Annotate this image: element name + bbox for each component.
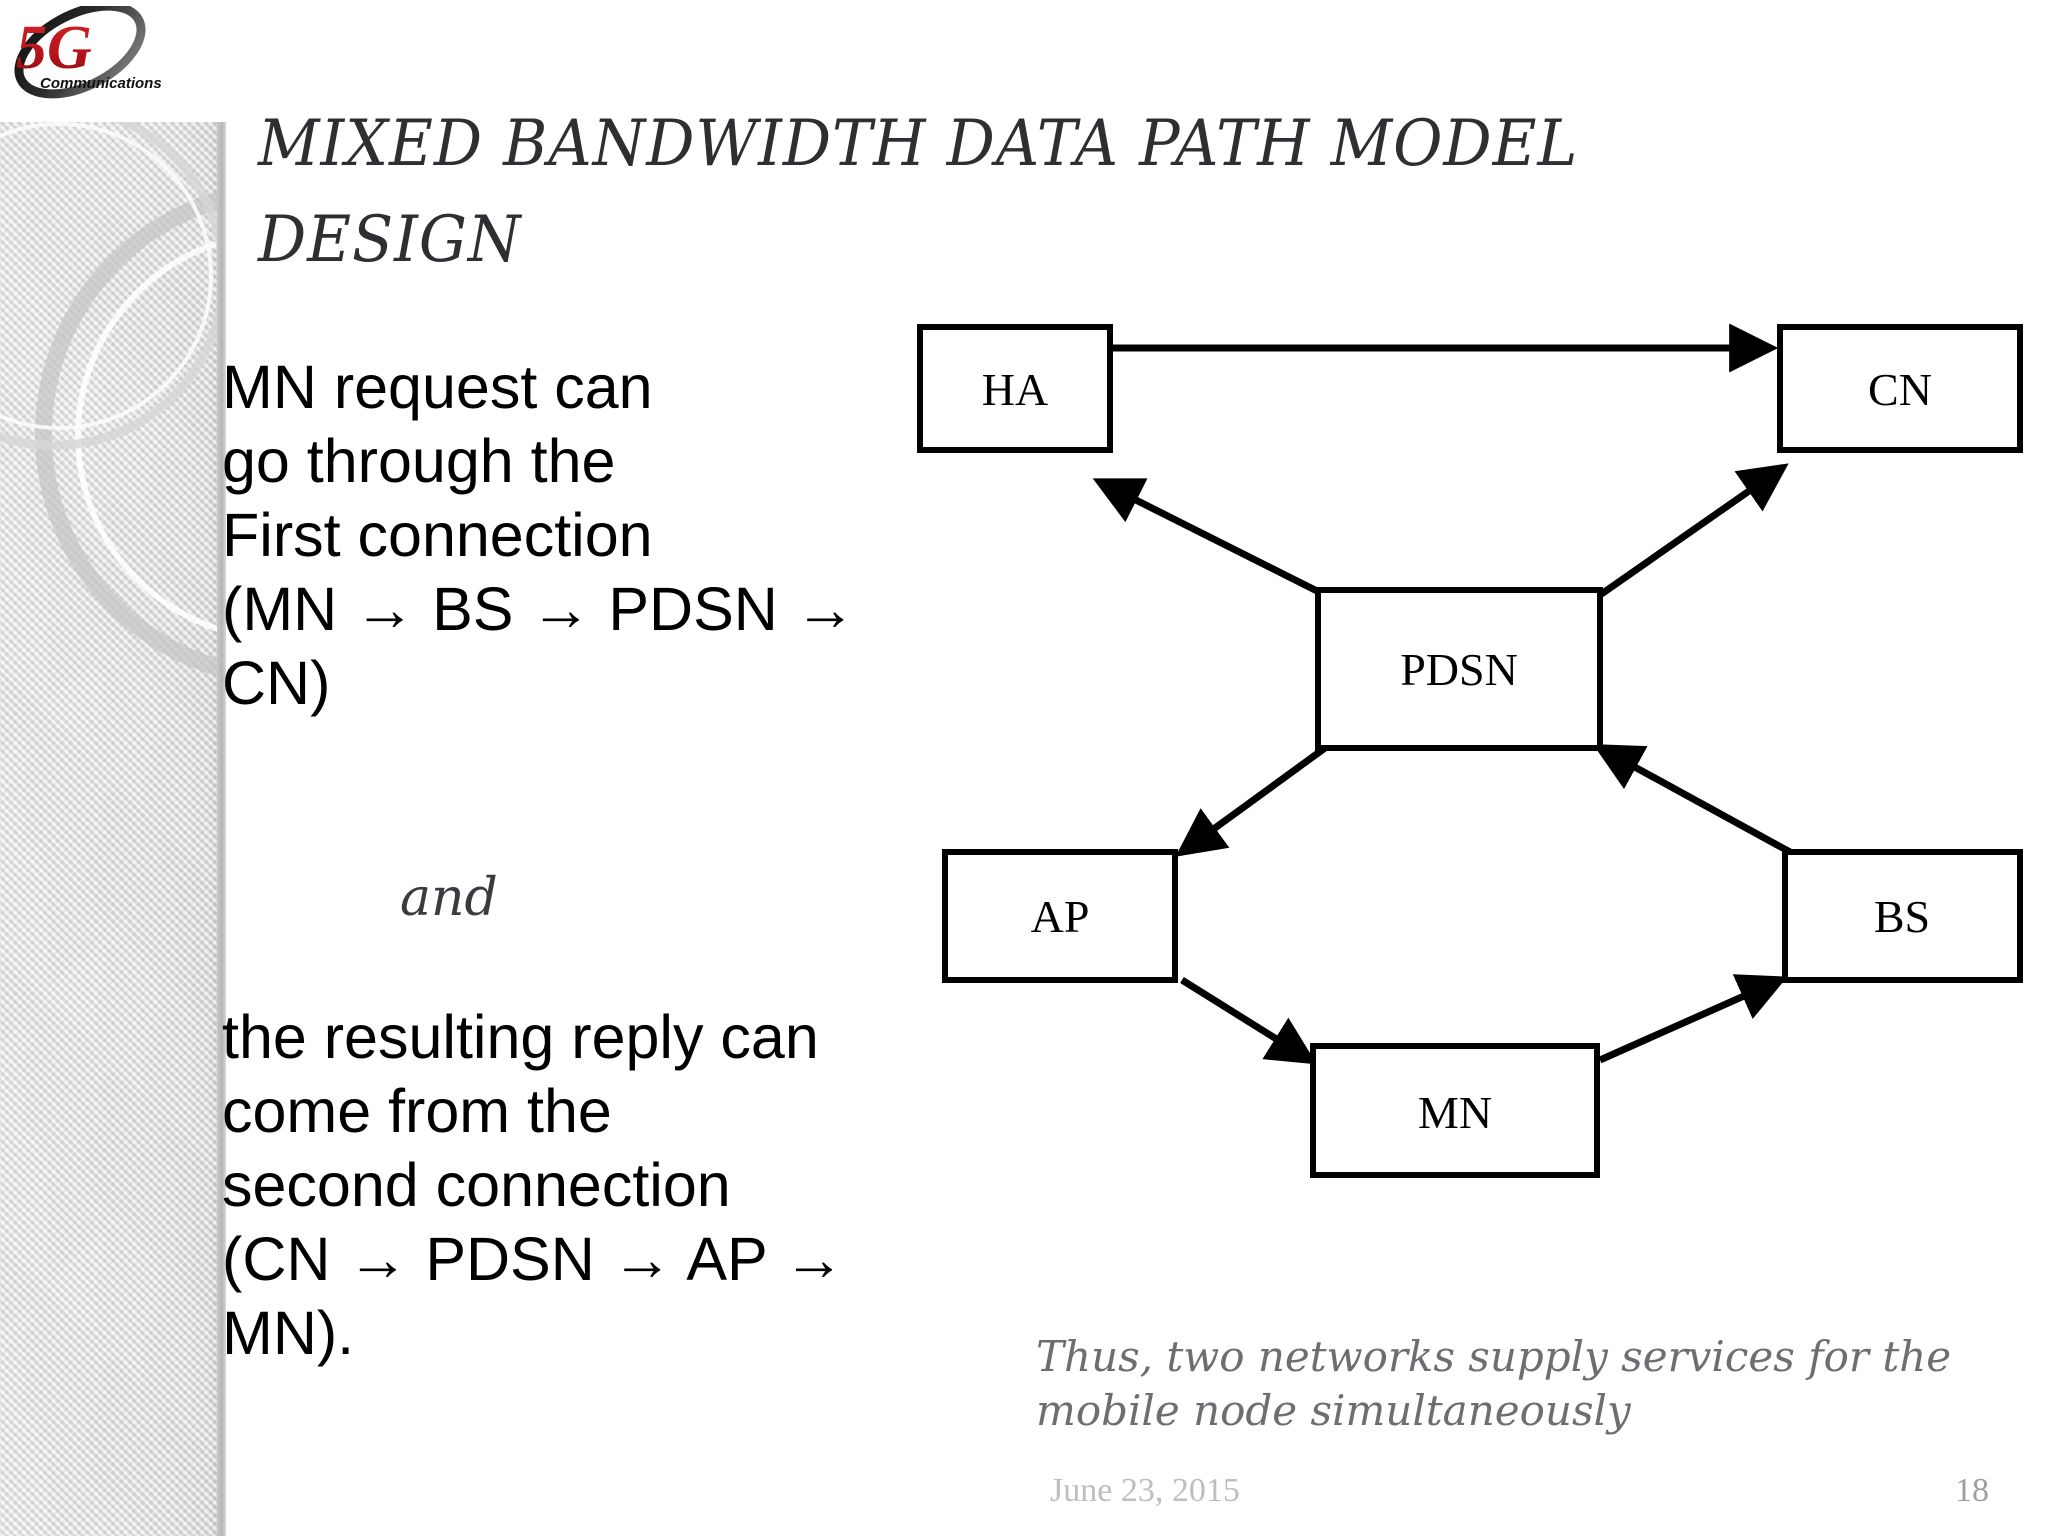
edge-pdsn-to-ha	[1092, 478, 1327, 599]
node-box-ap	[942, 849, 1178, 983]
footer-date: June 23, 2015	[1050, 1472, 1240, 1509]
body-text-second-connection: the resulting reply can come from the se…	[222, 1003, 845, 1367]
edge-pdsn-to-cn	[1597, 463, 1789, 598]
body-text-connector: and	[400, 868, 498, 928]
diagram-edges	[1090, 323, 1792, 1065]
edge-bs-to-pdsn	[1592, 744, 1792, 856]
logo-5g-communications: 5G Communications	[8, 6, 218, 124]
diagram-nodes	[917, 324, 2023, 1178]
edge-pdsn-to-ap	[1175, 745, 1328, 857]
logo-tagline-text: Communications	[40, 75, 162, 92]
node-label-bs: BS	[1874, 891, 1930, 942]
node-label-mn: MN	[1418, 1087, 1492, 1138]
sidebar-decoration	[0, 122, 226, 1536]
node-box-mn	[1310, 1043, 1600, 1178]
node-box-cn	[1777, 324, 2023, 453]
sidebar-edge	[217, 122, 226, 1536]
logo-5g-text: 5G	[16, 14, 92, 82]
node-box-bs	[1782, 849, 2023, 983]
edge-ap-to-mn	[1180, 977, 1317, 1065]
diagram-node-labels: HA CN PDSN AP BS MN	[982, 364, 1932, 1138]
footer-note: Thus, two networks supply services for t…	[1036, 1332, 1952, 1435]
node-box-ha	[917, 324, 1113, 453]
node-label-ap: AP	[1031, 891, 1090, 942]
body-text-first-connection: MN request can go through the First conn…	[222, 353, 856, 717]
node-box-pdsn	[1315, 587, 1603, 751]
footer-page-number: 18	[1955, 1472, 1989, 1509]
page-title: MIXED BANDWIDTH DATA PATH MODEL DESIGN	[258, 107, 1579, 277]
node-label-pdsn: PDSN	[1400, 644, 1518, 695]
logo-swoosh-ellipse	[14, 6, 146, 99]
edge-mn-to-bs	[1598, 974, 1788, 1064]
node-label-ha: HA	[982, 364, 1048, 415]
network-path-diagram: HA CN PDSN AP BS MN	[900, 300, 2048, 1260]
node-label-cn: CN	[1868, 364, 1932, 415]
